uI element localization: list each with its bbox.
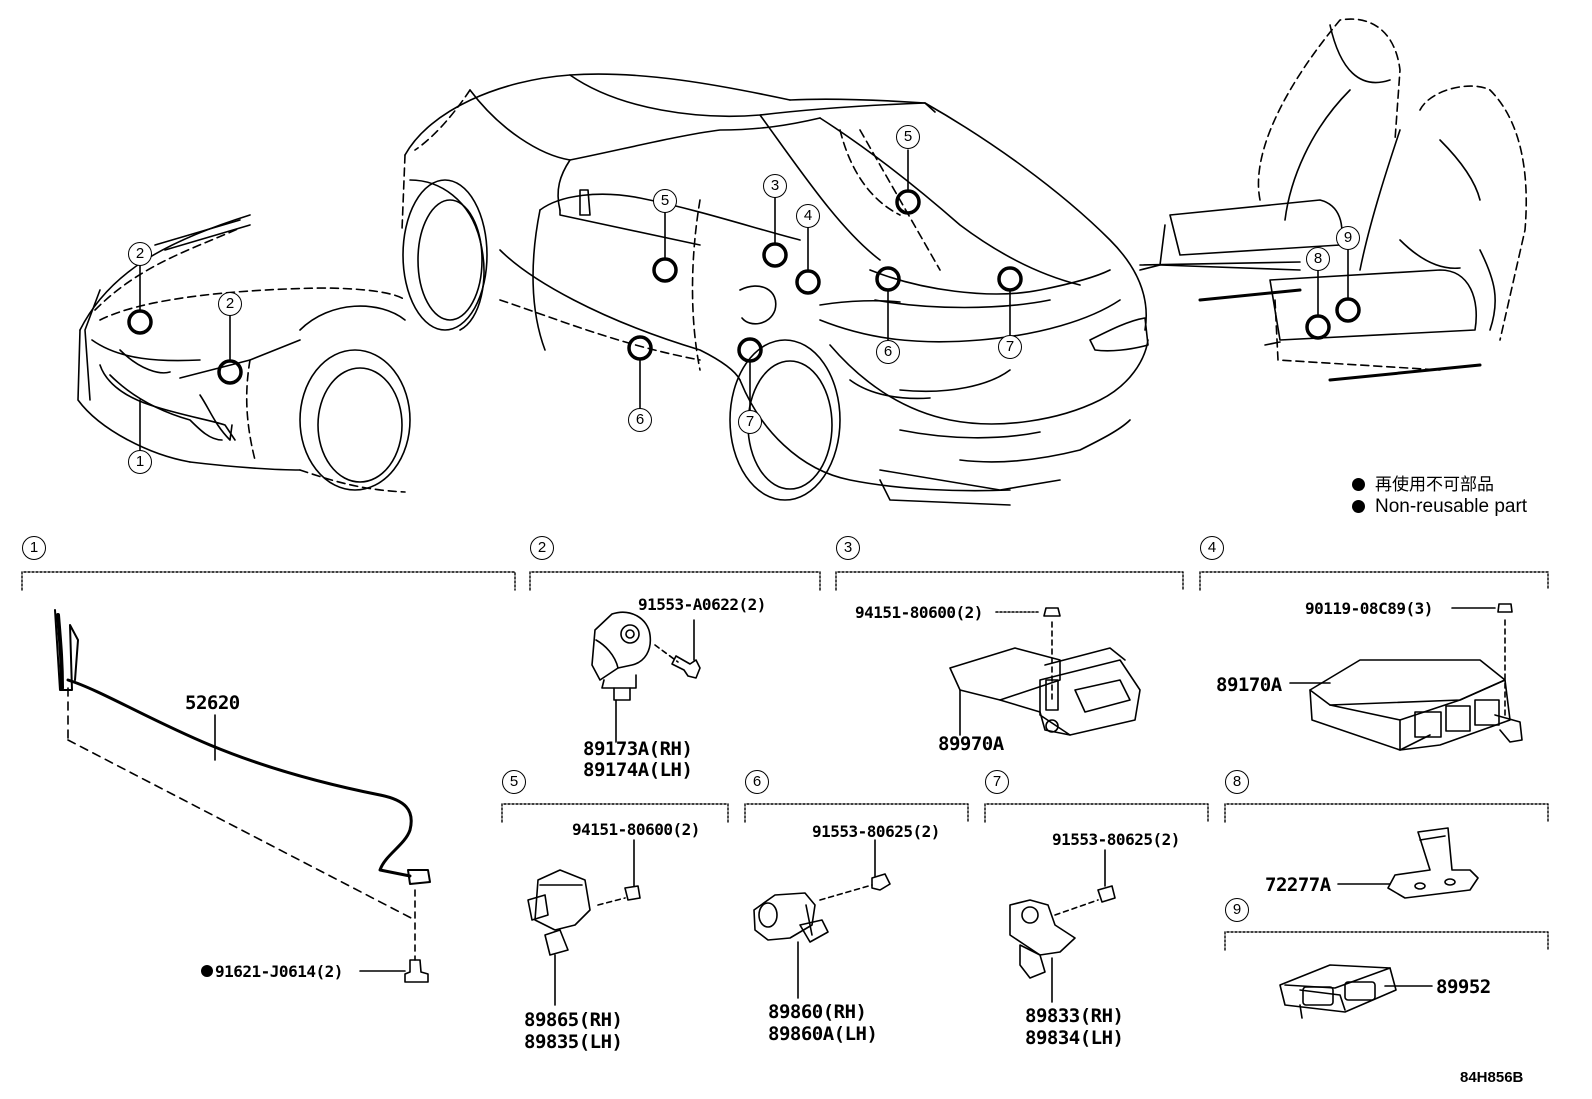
fastener-number-94151-s5[interactable]: 94151-80600(2): [572, 820, 700, 839]
part-89860-sensor: [753, 839, 891, 999]
section-9-number: 9: [1225, 898, 1249, 922]
fastener-number-91553-s7[interactable]: 91553-80625(2): [1052, 830, 1180, 849]
callout-7-right: 7: [998, 335, 1022, 359]
part-72277A-bracket: [1337, 827, 1479, 899]
fastener-number-91553-s6[interactable]: 91553-80625(2): [812, 822, 940, 841]
fastener-number-91621[interactable]: 91621-J0614(2): [215, 962, 343, 981]
callout-2-right: 2: [218, 292, 242, 316]
part-number-89170a[interactable]: 89170A: [1216, 674, 1282, 696]
fastener-number-91553-a0622[interactable]: 91553-A0622(2): [638, 595, 766, 614]
section-6-number: 6: [745, 770, 769, 794]
car-front-illustration: [77, 214, 411, 493]
callout-7-left: 7: [738, 410, 762, 434]
callout-9: 9: [1336, 226, 1360, 250]
callout-5-left: 5: [653, 189, 677, 213]
section-8-number: 8: [1225, 770, 1249, 794]
diagram-code: 84H856B: [1460, 1069, 1524, 1086]
callout-6-left: 6: [628, 408, 652, 432]
callout-1: 1: [128, 450, 152, 474]
legend-english: Non-reusable part: [1352, 496, 1527, 518]
section-5-number: 5: [502, 770, 526, 794]
callout-8: 8: [1306, 247, 1330, 271]
callout-6-right: 6: [876, 340, 900, 364]
part-number-89865[interactable]: 89865(RH): [524, 1009, 623, 1031]
part-52620-sensor-cable: [54, 609, 431, 983]
part-number-89174a[interactable]: 89174A(LH): [583, 759, 693, 781]
part-number-89970a[interactable]: 89970A: [938, 733, 1004, 755]
part-number-89834[interactable]: 89834(LH): [1025, 1027, 1124, 1049]
part-number-89860a[interactable]: 89860A(LH): [768, 1023, 878, 1045]
part-number-89173a[interactable]: 89173A(RH): [583, 738, 693, 760]
part-number-89833[interactable]: 89833(RH): [1025, 1005, 1124, 1027]
part-89970A-module: [949, 607, 1141, 736]
part-89952-sensor: [1279, 964, 1433, 1019]
non-reusable-dot-icon: [1352, 500, 1365, 513]
callout-leaders: [139, 149, 1349, 451]
seats-illustration: [1139, 18, 1528, 382]
legend-japanese: 再使用不可部品: [1352, 470, 1494, 495]
fastener-number-94151-s3[interactable]: 94151-80600(2): [855, 603, 983, 622]
sensor-location-markers: [127, 189, 1361, 385]
callout-4: 4: [796, 204, 820, 228]
part-number-89835[interactable]: 89835(LH): [524, 1031, 623, 1053]
part-number-52620[interactable]: 52620: [185, 692, 240, 714]
fastener-number-90119[interactable]: 90119-08C89(3): [1305, 599, 1433, 618]
part-89833-sensor: [1009, 849, 1116, 1003]
section-1-number: 1: [22, 536, 46, 560]
part-89170A-ecu: [1289, 603, 1523, 751]
part-number-89860[interactable]: 89860(RH): [768, 1001, 867, 1023]
section-4-number: 4: [1200, 536, 1224, 560]
part-number-89952[interactable]: 89952: [1436, 976, 1491, 998]
callout-5-right: 5: [896, 125, 920, 149]
non-reusable-dot-icon: [1352, 478, 1365, 491]
part-89865-sensor: [527, 839, 641, 1006]
part-89173A-sensor: [591, 611, 701, 743]
callout-3: 3: [763, 174, 787, 198]
section-3-number: 3: [836, 536, 860, 560]
part-number-72277a[interactable]: 72277A: [1265, 874, 1331, 896]
section-7-number: 7: [985, 770, 1009, 794]
car-rear-illustration: [401, 73, 1149, 506]
section-brackets: [21, 571, 1549, 951]
callout-2-left: 2: [128, 242, 152, 266]
section-2-number: 2: [530, 536, 554, 560]
